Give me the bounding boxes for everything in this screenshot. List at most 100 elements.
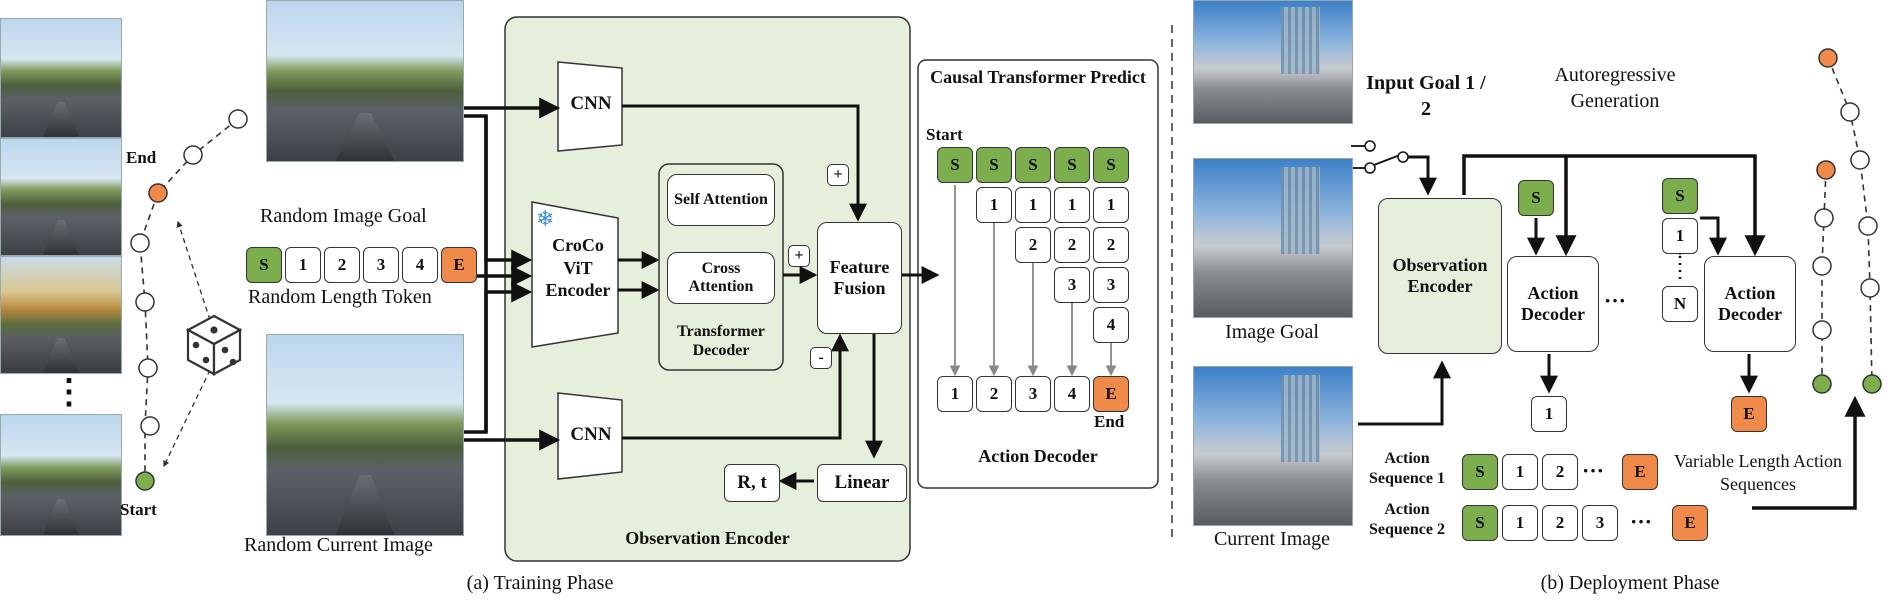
- left-photo-3: [0, 256, 122, 374]
- deploy-token-n: N: [1662, 286, 1698, 322]
- causal-token: S: [976, 147, 1012, 183]
- cross-attention-box: Cross Attention: [667, 252, 775, 304]
- left-end-node: [148, 183, 168, 203]
- decoder-ellipsis: ···: [1604, 288, 1627, 313]
- image-goal-photo-1: [1193, 0, 1353, 124]
- rt-label: R, t: [737, 472, 767, 494]
- causal-token: S: [1093, 147, 1129, 183]
- action-sequence-2-label: Action Sequence 2: [1369, 501, 1445, 538]
- deploy-observation-encoder-label: Observation Encoder: [1392, 255, 1488, 296]
- seq1-token: E: [1622, 454, 1658, 490]
- length-token: S: [246, 247, 282, 283]
- deploy-output-token-1: 1: [1531, 396, 1567, 432]
- self-attention-box: Self Attention: [667, 174, 775, 226]
- action-sequence-1-label: Action Sequence 1: [1369, 450, 1445, 487]
- causal-title: Causal Transformer Predict: [930, 67, 1146, 87]
- seq1-token: 1: [1502, 454, 1538, 490]
- plus-sign-1: +: [827, 164, 849, 186]
- action-decoder-box-2: Action Decoder: [1704, 256, 1796, 352]
- plus-sign-2: +: [788, 245, 810, 267]
- seq2-token: E: [1672, 505, 1708, 541]
- observation-encoder-label: Observation Encoder: [625, 528, 790, 548]
- seq1-token: S: [1462, 454, 1498, 490]
- left-start-node: [135, 471, 155, 491]
- left-end-label: End: [126, 148, 157, 167]
- left-photo-1: [0, 18, 122, 138]
- causal-token: S: [937, 147, 973, 183]
- causal-token: 1: [976, 187, 1012, 223]
- causal-token: 1: [1015, 187, 1051, 223]
- causal-output-token: 4: [1054, 376, 1090, 412]
- causal-end-label: End: [1094, 412, 1125, 431]
- causal-token: 1: [1054, 187, 1090, 223]
- deploy-start-token-1: S: [1518, 180, 1554, 216]
- left-photo-2: [0, 138, 122, 256]
- cnn-top-label: CNN: [570, 93, 612, 114]
- causal-token: 1: [1093, 187, 1129, 223]
- image-goal-label: Image Goal: [1225, 321, 1319, 343]
- feature-fusion-label: Feature Fusion: [829, 257, 890, 298]
- linear-box: Linear: [817, 464, 907, 502]
- causal-token: S: [1054, 147, 1090, 183]
- causal-token: 2: [1093, 227, 1129, 263]
- feature-fusion-box: Feature Fusion: [817, 222, 902, 334]
- length-token: 4: [402, 247, 438, 283]
- snowflake-icon: ❄: [536, 206, 555, 231]
- length-token: 1: [285, 247, 321, 283]
- dice-icon: [185, 314, 243, 376]
- causal-token: S: [1015, 147, 1051, 183]
- causal-token: 3: [1054, 267, 1090, 303]
- autoregressive-label: Autoregressive Generation: [1554, 64, 1676, 112]
- cross-attention-label: Cross Attention: [688, 259, 754, 295]
- deploy-observation-encoder-box: Observation Encoder: [1378, 198, 1502, 354]
- seq1-token: 2: [1542, 454, 1578, 490]
- rt-box: R, t: [724, 464, 780, 502]
- random-current-image-photo: [266, 334, 464, 536]
- length-token: 2: [324, 247, 360, 283]
- left-photos-ellipsis: ⋮: [52, 374, 86, 411]
- deploy-start-token-2: S: [1662, 178, 1698, 214]
- right-trajectory-2: [1821, 169, 1827, 384]
- seq2-ellipsis: ···: [1630, 509, 1653, 534]
- causal-output-token: 1: [937, 376, 973, 412]
- causal-token: 4: [1093, 307, 1129, 343]
- deploy-token-1: 1: [1662, 218, 1698, 254]
- causal-token: 2: [1015, 227, 1051, 263]
- random-image-goal-label: Random Image Goal: [260, 205, 427, 227]
- causal-footer-label: Action Decoder: [978, 446, 1098, 466]
- image-goal-photo-2: [1193, 158, 1353, 318]
- causal-token: 2: [1054, 227, 1090, 263]
- current-image-photo: [1193, 366, 1353, 526]
- causal-output-token: E: [1093, 376, 1129, 412]
- random-length-token-label: Random Length Token: [248, 286, 432, 308]
- left-trajectory-nodes: [130, 109, 248, 436]
- left-photo-4: [0, 414, 122, 536]
- seq2-token: S: [1462, 505, 1498, 541]
- action-decoder-box-1: Action Decoder: [1507, 256, 1599, 352]
- minus-sign: -: [810, 347, 832, 369]
- croco-label: CroCo ViT Encoder: [545, 235, 611, 300]
- variable-length-label: Variable Length Action Sequences: [1674, 451, 1842, 495]
- length-token: E: [441, 247, 477, 283]
- seq2-token: 3: [1582, 505, 1618, 541]
- length-token: 3: [363, 247, 399, 283]
- seq2-token: 1: [1502, 505, 1538, 541]
- causal-output-token: 3: [1015, 376, 1051, 412]
- deployment-phase-caption: (b) Deployment Phase: [1540, 572, 1720, 594]
- current-image-label: Current Image: [1213, 528, 1331, 550]
- random-current-image-label: Random Current Image: [244, 534, 433, 556]
- causal-token: 3: [1093, 267, 1129, 303]
- training-phase-caption: (a) Training Phase: [466, 572, 614, 594]
- transformer-decoder-label: Transformer Decoder: [677, 323, 765, 360]
- self-attention-label: Self Attention: [674, 190, 768, 208]
- seq1-ellipsis: ···: [1582, 458, 1605, 483]
- left-start-label: Start: [120, 500, 157, 519]
- cnn-top-shape: [557, 61, 623, 152]
- deploy-output-token-e: E: [1731, 396, 1767, 432]
- input-goal-label: Input Goal 1 / 2: [1366, 72, 1486, 120]
- cnn-bottom-label: CNN: [570, 424, 612, 445]
- linear-label: Linear: [834, 472, 890, 494]
- causal-output-token: 2: [976, 376, 1012, 412]
- random-image-goal-photo: [266, 0, 464, 162]
